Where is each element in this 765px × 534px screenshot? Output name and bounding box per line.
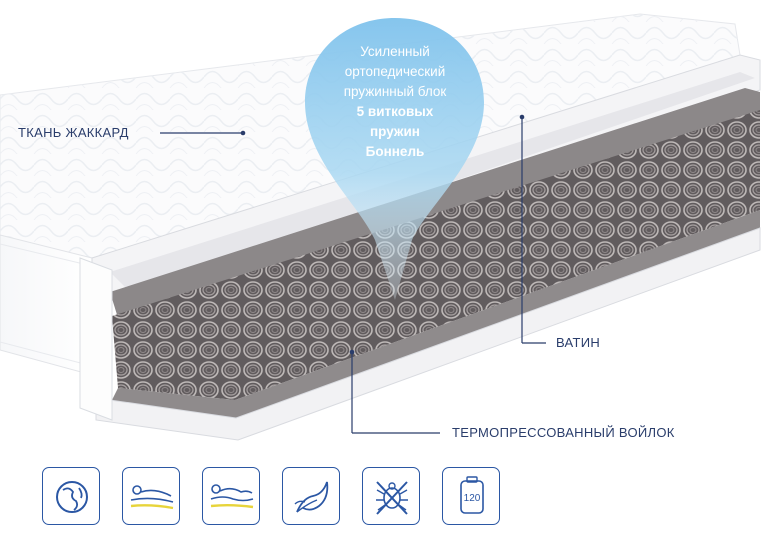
max-load-icon: 120 bbox=[442, 467, 500, 525]
felt-callout-line bbox=[349, 349, 440, 434]
bubble-line: ортопедический bbox=[344, 64, 446, 79]
felt-bottom-layer bbox=[110, 210, 760, 418]
batting-label: ВАТИН bbox=[556, 335, 601, 350]
mattress-cut-edge bbox=[79, 257, 113, 421]
fabric-callout-line bbox=[160, 130, 246, 136]
spring-block bbox=[112, 110, 760, 400]
felt-label: ТЕРМОПРЕССОВАННЫЙ ВОЙЛОК bbox=[452, 425, 675, 440]
no-mites-icon bbox=[362, 467, 420, 525]
fabric-label: ТКАНЬ ЖАККАРД bbox=[18, 125, 129, 140]
batting-callout-line bbox=[519, 114, 546, 344]
spring-callout-text: Усиленный ортопедический пружинный блок … bbox=[320, 42, 470, 162]
bubble-line: пружинный блок bbox=[343, 84, 447, 99]
max-load-value: 120 bbox=[464, 493, 481, 504]
batting-bottom-layer bbox=[95, 227, 761, 441]
bubble-line: Боннель bbox=[365, 144, 425, 159]
bubble-line: Усиленный bbox=[360, 44, 430, 59]
body-support-icon bbox=[122, 467, 180, 525]
ergonomic-support-icon bbox=[202, 467, 260, 525]
bubble-line: пружин bbox=[370, 124, 420, 139]
globe-leaf-icon bbox=[42, 467, 100, 525]
bubble-line: 5 витковых bbox=[356, 104, 434, 119]
spring-callout-bubble bbox=[305, 18, 484, 300]
natural-leaf-icon bbox=[282, 467, 340, 525]
